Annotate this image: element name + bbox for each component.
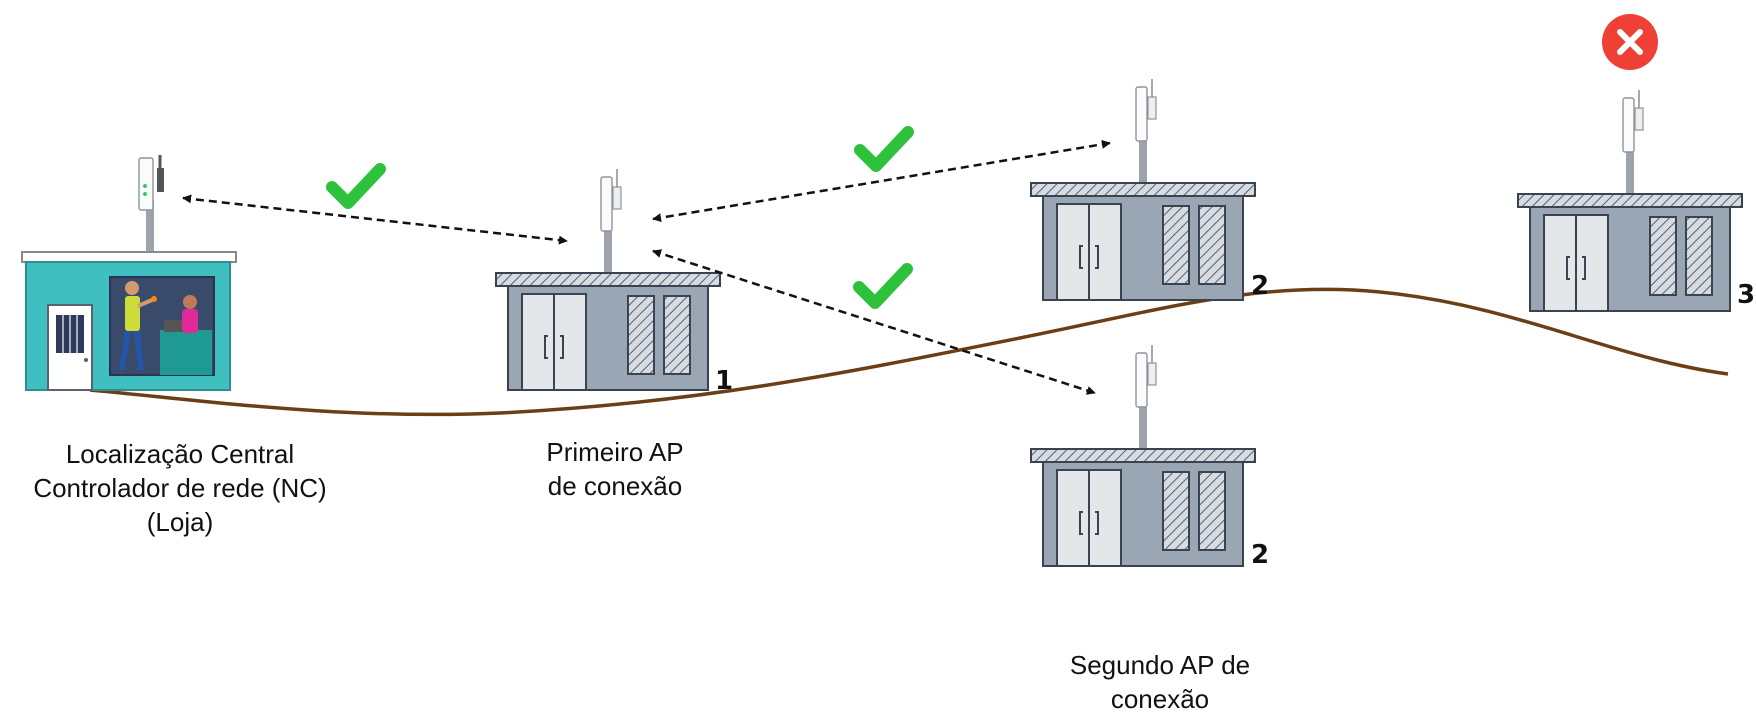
check-icon <box>859 269 907 303</box>
caption-second-ap-line-2: conexão <box>1110 684 1210 714</box>
nc-antenna <box>138 155 164 252</box>
close-circle-icon <box>1602 14 1658 70</box>
check-icon <box>332 169 380 203</box>
hop-number-first: 1 <box>715 366 733 396</box>
hop-number-second-upper: 2 <box>1251 271 1269 301</box>
caption-second-ap: Segundo AP de conexão <box>1010 648 1310 716</box>
second-ap-lower-building <box>1030 344 1256 567</box>
hop-number-third: 3 <box>1737 280 1755 310</box>
second-ap-upper-building <box>1030 78 1256 301</box>
link-central-first <box>182 194 568 245</box>
caption-central: Localização Central Controlador de rede … <box>0 437 360 539</box>
first-ap-building <box>495 168 721 391</box>
caption-central-line-3: (Loja) <box>146 507 214 537</box>
caption-first-ap-line-1: Primeiro AP <box>546 437 684 467</box>
terrain-line <box>89 287 1729 417</box>
central-shop <box>21 155 237 391</box>
third-ap-building <box>1517 89 1743 312</box>
check-icon <box>860 132 908 166</box>
hop-number-second-lower: 2 <box>1251 540 1269 570</box>
caption-second-ap-line-1: Segundo AP de <box>1069 650 1251 680</box>
caption-central-line-2: Controlador de rede (NC) <box>33 473 327 503</box>
caption-first-ap: Primeiro AP de conexão <box>480 435 750 503</box>
caption-first-ap-line-2: de conexão <box>547 471 683 501</box>
caption-central-line-1: Localização Central <box>65 439 295 469</box>
